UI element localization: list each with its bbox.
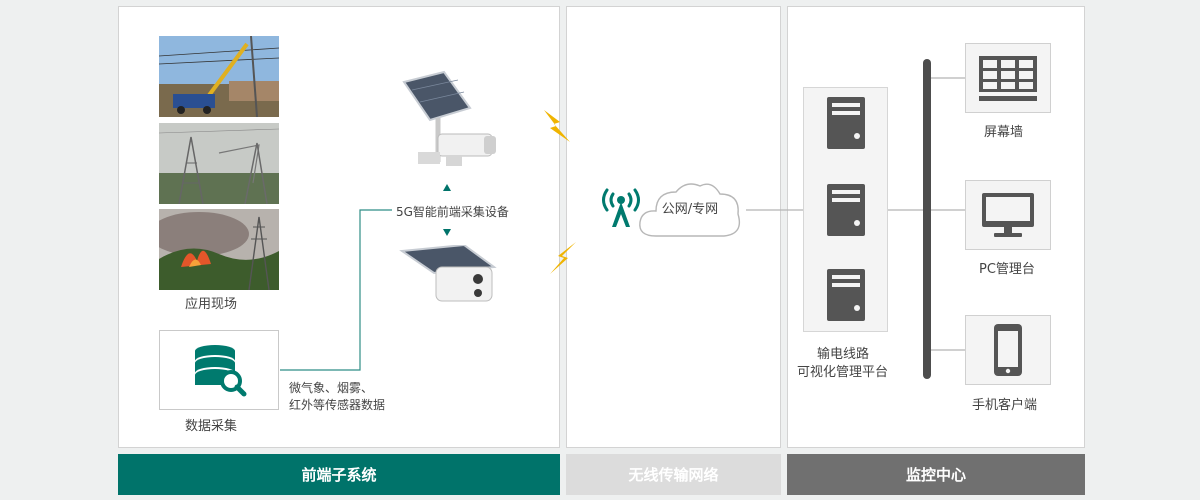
site-photo-wildfire — [159, 209, 279, 290]
monitor-icon — [982, 193, 1034, 237]
network-cloud-label: 公网/专网 — [661, 202, 719, 217]
data-collection-box — [159, 330, 279, 410]
smartphone-icon — [994, 324, 1022, 376]
wireless-network-band: 无线传输网络 — [566, 454, 781, 495]
data-collection-label: 数据采集 — [185, 419, 238, 434]
front-subsystem-band: 前端子系统 — [118, 454, 560, 495]
lightning-icon — [544, 110, 570, 142]
lightning-icon — [550, 242, 576, 274]
server-icon — [827, 269, 865, 321]
device-label-phone: 手机客户端 — [972, 398, 1038, 413]
site-label: 应用现场 — [185, 297, 238, 312]
platform-label-line1: 输电线路 — [817, 347, 870, 362]
front-band-label: 前端子系统 — [301, 466, 377, 484]
signal-tower-icon — [602, 188, 640, 227]
network-band-label: 无线传输网络 — [628, 466, 719, 484]
front-device-label: 5G智能前端采集设备 — [396, 205, 509, 219]
video-wall-icon — [979, 56, 1037, 101]
server-icon — [827, 97, 865, 149]
sensor-data-label-line1: 微气象、烟雾、 — [289, 381, 374, 395]
site-photo-tower — [159, 123, 279, 204]
sensor-data-label-line2: 红外等传感器数据 — [289, 398, 386, 412]
video-wall-box — [965, 43, 1051, 113]
monitoring-center-band: 监控中心 — [787, 454, 1085, 495]
monitor-band-label: 监控中心 — [905, 466, 966, 484]
device-label-wall: 屏幕墙 — [984, 125, 1024, 140]
solar-camera-icon — [402, 70, 496, 166]
server-icon — [827, 184, 865, 236]
solar-bullet-camera-icon — [399, 245, 497, 302]
mobile-client-box — [965, 315, 1051, 385]
device-label-pc: PC管理台 — [979, 262, 1035, 277]
pc-console-box — [965, 180, 1051, 250]
network-bus-bar — [923, 59, 931, 379]
site-photo-crane — [159, 36, 279, 117]
database-search-icon — [195, 345, 247, 397]
cloud-icon — [639, 183, 741, 237]
platform-label-line2: 可视化管理平台 — [797, 365, 889, 380]
